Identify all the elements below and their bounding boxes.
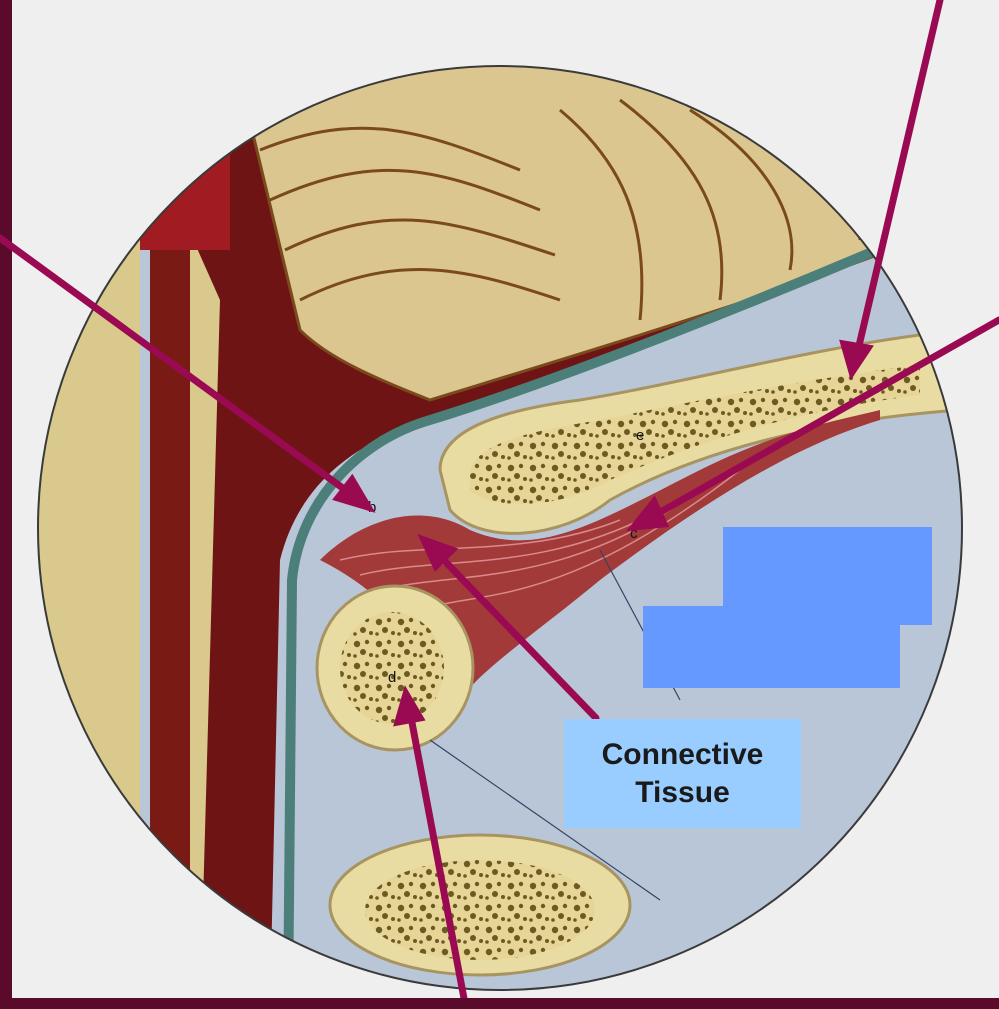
spongy-bone-d xyxy=(340,612,444,724)
fat-layer xyxy=(0,0,140,1009)
connective-tissue-label: Connective Tissue xyxy=(564,719,801,828)
skin-layer xyxy=(140,110,230,250)
connective-tissue-label-line2: Tissue xyxy=(635,774,730,812)
answer-cover-box-bottom xyxy=(643,606,900,688)
marker-e: e xyxy=(636,427,644,444)
connective-tissue-label-line1: Connective xyxy=(602,736,764,774)
slide-bottom-border xyxy=(0,998,999,1009)
marker-d: d xyxy=(388,669,396,686)
